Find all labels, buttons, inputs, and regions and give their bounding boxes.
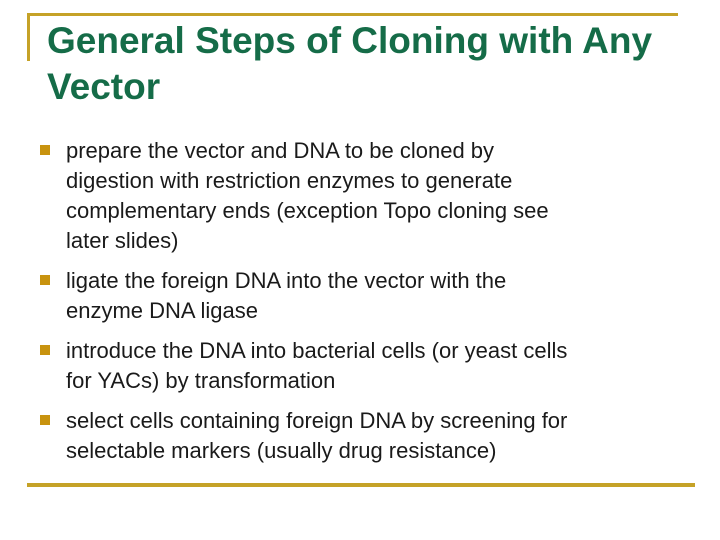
bullet-item-ligate: ligate the foreign DNA into the vector w… (40, 266, 688, 326)
top-horizontal-rule (28, 13, 678, 16)
bullet-square-icon (40, 275, 50, 285)
bullet-text-line: later slides) (66, 228, 179, 253)
bullet-text: ligate the foreign DNA into the vector w… (66, 266, 688, 326)
bullet-square-icon (40, 415, 50, 425)
slide-title: General Steps of Cloning with Any Vector (47, 18, 707, 110)
bullet-item-select: select cells containing foreign DNA by s… (40, 406, 688, 466)
bullet-text-line: selectable markers (usually drug resista… (66, 438, 497, 463)
slide-title-line-1: General Steps of Cloning with Any (47, 20, 653, 61)
bullet-text-line: prepare the vector and DNA to be cloned … (66, 138, 495, 163)
bullet-text-line: introduce the DNA into bacterial cells (… (66, 338, 568, 363)
bullet-item-introduce: introduce the DNA into bacterial cells (… (40, 336, 688, 396)
bullet-text-line: ligate the foreign DNA into the vector w… (66, 268, 507, 293)
bullet-text-line: select cells containing foreign DNA by s… (66, 408, 568, 433)
bullet-text-line: complementary ends (exception Topo cloni… (66, 198, 549, 223)
bullet-square-icon (40, 145, 50, 155)
bottom-horizontal-rule (27, 483, 695, 487)
title-accent-vertical-rule (27, 13, 30, 61)
bullet-text-line: digestion with restriction enzymes to ge… (66, 168, 513, 193)
bullet-text-line: enzyme DNA ligase (66, 298, 258, 323)
bullet-text: introduce the DNA into bacterial cells (… (66, 336, 688, 396)
bullet-text: prepare the vector and DNA to be cloned … (66, 136, 688, 256)
bullet-text-line: for YACs) by transformation (66, 368, 336, 393)
slide-title-line-2: Vector (47, 66, 161, 107)
bullet-square-icon (40, 345, 50, 355)
bullet-item-prepare: prepare the vector and DNA to be cloned … (40, 136, 688, 256)
bullet-text: select cells containing foreign DNA by s… (66, 406, 688, 466)
bullet-list: prepare the vector and DNA to be cloned … (40, 136, 688, 476)
